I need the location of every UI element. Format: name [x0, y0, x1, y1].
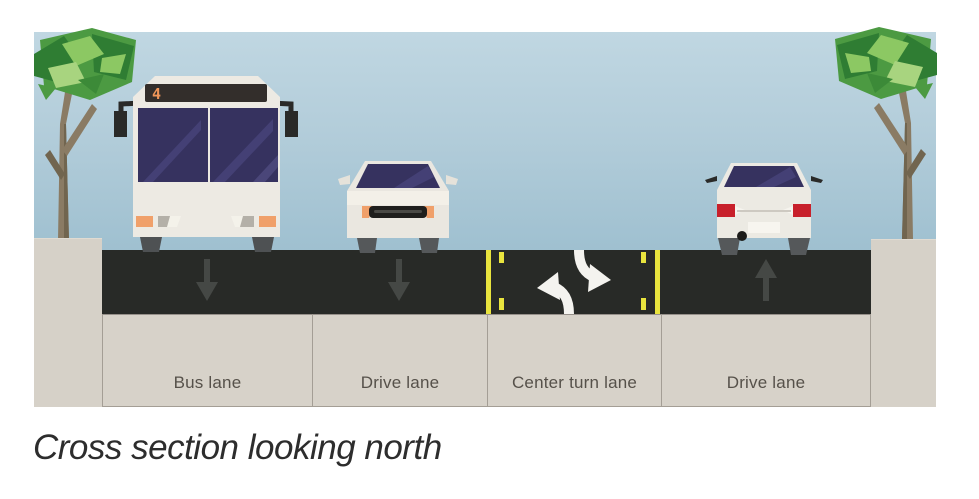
lane-box-drive-northbound: Drive lane	[661, 314, 871, 407]
tree-trunk	[45, 92, 97, 240]
left-turn-arrow-icon	[537, 272, 574, 314]
car-wheel	[788, 238, 810, 255]
bus-wheel	[140, 237, 162, 252]
bus-mirror	[114, 111, 127, 137]
lane-label: Center turn lane	[511, 373, 638, 392]
lane-box-drive-southbound: Drive lane	[312, 314, 487, 407]
tree-canopy	[34, 28, 136, 100]
car-wheel	[357, 238, 377, 253]
bus-wheel	[252, 237, 274, 252]
car-trunk-seam	[737, 210, 791, 212]
car-mirror	[446, 175, 458, 185]
tree-canopy	[835, 27, 937, 99]
car-rear-window	[724, 166, 804, 187]
yellow-dashed-line-right	[641, 250, 646, 314]
lane-box-bus: Bus lane	[102, 314, 312, 407]
bus-front-lights	[136, 216, 276, 227]
car-exhaust	[737, 231, 747, 241]
car-mirror	[338, 175, 350, 185]
lane-label: Drive lane	[360, 373, 440, 392]
bus-mirror	[285, 111, 298, 137]
car-wheel	[419, 238, 439, 253]
up-arrow-icon	[755, 259, 777, 301]
down-arrow-icon	[388, 259, 410, 301]
car-windshield	[356, 164, 440, 188]
car-rear-icon	[705, 163, 823, 255]
lane-label: Drive lane	[726, 373, 806, 392]
yellow-solid-line-left	[486, 250, 491, 314]
sidewalk-left	[34, 238, 102, 407]
car-license-plate	[748, 222, 780, 233]
bus-windshield	[138, 108, 278, 182]
lane-box-center-turn: Center turn lane	[487, 314, 661, 407]
tree-left-icon	[34, 28, 136, 240]
car-mirror	[705, 176, 823, 183]
bus-icon: 4	[114, 76, 298, 252]
lane-label: Bus lane	[173, 373, 242, 392]
yellow-dashed-line-left	[499, 250, 504, 314]
car-grille	[362, 206, 434, 218]
diagram-caption: Cross section looking north	[33, 428, 442, 467]
bus-destination-sign	[145, 84, 267, 102]
yellow-solid-line-right	[655, 250, 660, 314]
car-hood	[347, 191, 449, 205]
car-wheel	[718, 238, 740, 255]
car-front-icon	[338, 161, 458, 253]
tree-right-icon	[835, 27, 937, 239]
center-turn-arrows-icon	[537, 250, 611, 314]
bus-route-number: 4	[152, 85, 161, 103]
down-arrow-icon	[196, 259, 218, 301]
right-turn-arrow-icon	[574, 250, 611, 292]
tree-trunk	[874, 91, 926, 239]
sidewalk-right	[871, 239, 936, 407]
